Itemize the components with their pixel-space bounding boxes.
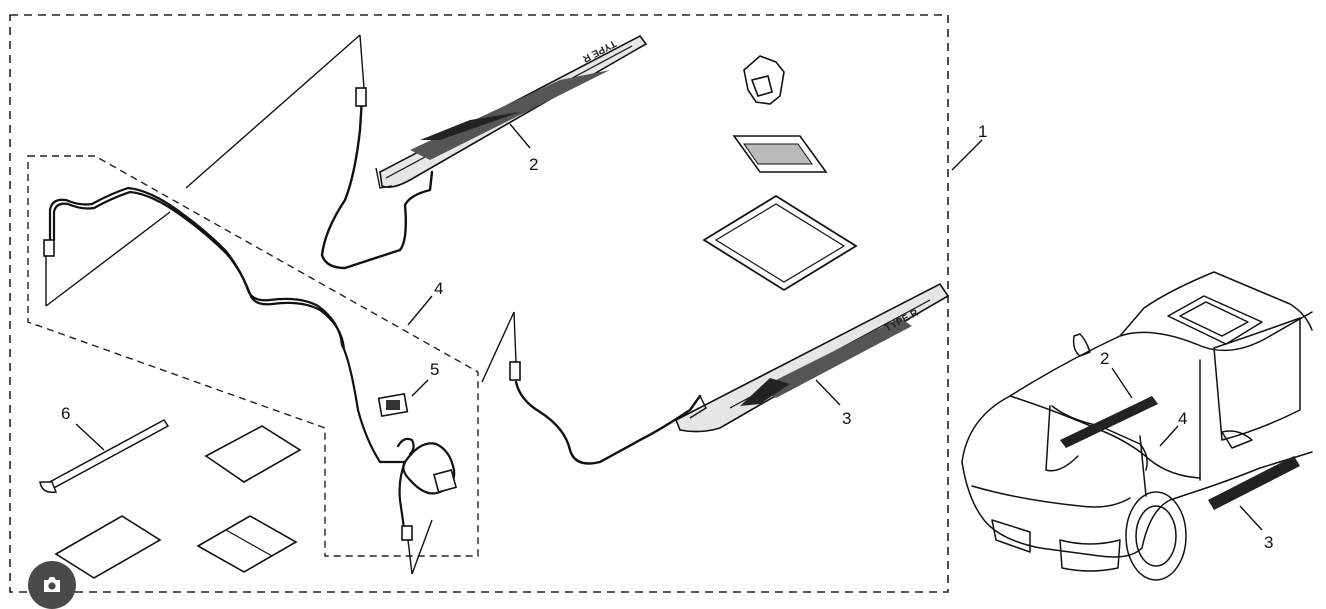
leader-6 [75,423,105,451]
front-sill-garnish [375,34,648,189]
subkit-4-boundary [27,155,479,557]
car-leader-4 [1159,425,1179,447]
leader-3 [815,379,841,406]
main-harness-pointer-a [45,211,171,307]
callout-3: 3 [842,409,851,428]
vehicle-front-garnish-marker [1060,396,1158,448]
callout-2: 2 [529,155,538,174]
main-harness-relay [432,468,458,494]
vehicle-illustration [961,271,1313,581]
front-harness [320,96,434,270]
car-callout-4: 4 [1178,409,1187,428]
square-pad [702,194,858,292]
rear-harness-pointer-a [481,311,515,383]
main-harness-connector-bottom [401,525,413,541]
rear-harness-connector [509,361,521,381]
front-harness-pointer-b [359,34,365,89]
rear-harness-pointer-b [513,311,517,363]
lens-search-button[interactable] [28,561,76,609]
callout-1: 1 [978,122,987,141]
switch-unit [377,392,409,418]
main-harness [48,186,456,530]
retaining-clip [743,55,785,105]
rear-harness [514,380,702,465]
car-callout-3: 3 [1264,533,1273,552]
callout-4: 4 [434,279,443,298]
vehicle-rear-garnish-marker [1208,456,1300,510]
main-harness-pointer-d [407,539,413,575]
car-leader-3 [1239,505,1263,531]
pad-b [54,515,162,579]
front-harness-pointer-a [185,34,361,189]
car-callout-2: 2 [1100,349,1109,368]
adhesive-tape-strip [732,135,828,173]
cable-tie [39,419,170,494]
callout-5: 5 [430,360,439,379]
car-leader-2 [1111,367,1133,399]
callout-6: 6 [61,404,70,423]
kit-boundary [9,14,949,593]
front-harness-connector [355,87,367,107]
camera-lens-icon [44,577,60,592]
rear-sill-garnish [674,282,950,433]
leader-5 [411,379,429,397]
leader-4 [407,295,433,326]
leader-1 [951,139,983,171]
leader-2 [509,123,531,149]
main-harness-pointer-c [411,519,433,575]
main-harness-connector-top [43,239,55,257]
pad-c [196,515,298,573]
pad-a [204,425,302,483]
